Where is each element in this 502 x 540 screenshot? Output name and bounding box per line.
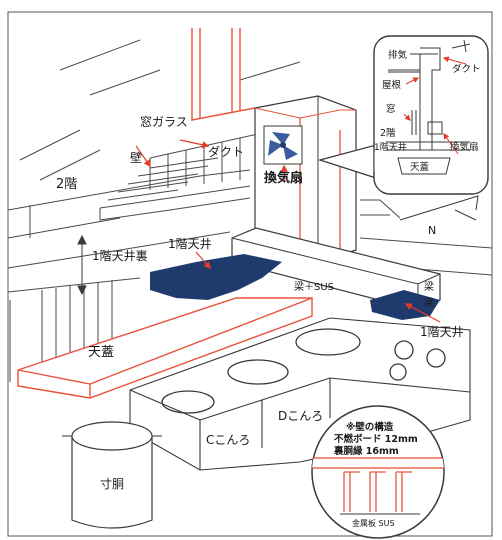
room-structure (7, 39, 493, 382)
label-floor2: 2階 (56, 177, 77, 192)
inset-duct: ダクト (452, 63, 481, 75)
ceiling-space-arrow (77, 234, 87, 296)
label-ceiling1-b: 1階天井 (420, 324, 464, 339)
inset-labels: 排気 ダクト 屋根 窓 2階 1階天井 換気扇 天蓋 (374, 49, 481, 173)
window-frame (191, 28, 256, 121)
ceiling-panel-left (150, 254, 282, 300)
label-beam-b: 梁 (424, 296, 434, 309)
wall-note-labels: ※壁の構造 不燃ボード 12mm 裏胴縁 16mm 金属板 SUS (333, 421, 418, 528)
label-stove-c: Cこんろ (206, 433, 250, 447)
label-hood: 天蓋 (88, 345, 114, 360)
wall-note-metal: 金属板 SUS (352, 518, 395, 528)
inset-callout (317, 35, 489, 195)
hood (17, 297, 313, 399)
label-pot: 寸胴 (100, 477, 124, 491)
label-beam-sus: 梁＋SUS (294, 280, 334, 293)
fan-icon (263, 125, 303, 165)
label-duct: ダクト (208, 144, 244, 159)
label-window-glass: 窓ガラス (140, 114, 188, 129)
north-indicator (399, 195, 479, 221)
inset-fan: 換気扇 (450, 141, 479, 153)
inset-window: 窓 (386, 103, 396, 115)
label-beam-a: 梁 (424, 280, 434, 293)
inset-exhaust: 排気 (388, 49, 408, 61)
wall-note-line1: 不燃ボード 12mm (334, 433, 418, 445)
inset-hood: 天蓋 (410, 161, 430, 173)
label-stove-d: Dこんろ (278, 409, 323, 423)
label-wall: 壁 (130, 150, 142, 165)
burners (161, 328, 446, 414)
wall-note-circle (311, 405, 445, 539)
label-ceiling-space: 1階天井裏 (92, 248, 148, 263)
inset-floor2: 2階 (380, 128, 396, 139)
main-labels: 窓ガラス ダクト 壁 2階 換気扇 1階天井裏 1階天井 梁＋SUS 梁 梁 1… (56, 114, 464, 491)
label-ceiling1-a: 1階天井 (168, 236, 212, 251)
inset-ceiling1: 1階天井 (374, 141, 407, 153)
wall-note-title: ※壁の構造 (346, 421, 394, 433)
inset-roof: 屋根 (382, 79, 402, 91)
pot (71, 421, 153, 529)
leader-arrows (135, 139, 441, 323)
wall-note-line2: 裏胴縁 16mm (333, 445, 399, 457)
label-fan: 換気扇 (264, 170, 303, 186)
label-north: N (428, 224, 436, 237)
